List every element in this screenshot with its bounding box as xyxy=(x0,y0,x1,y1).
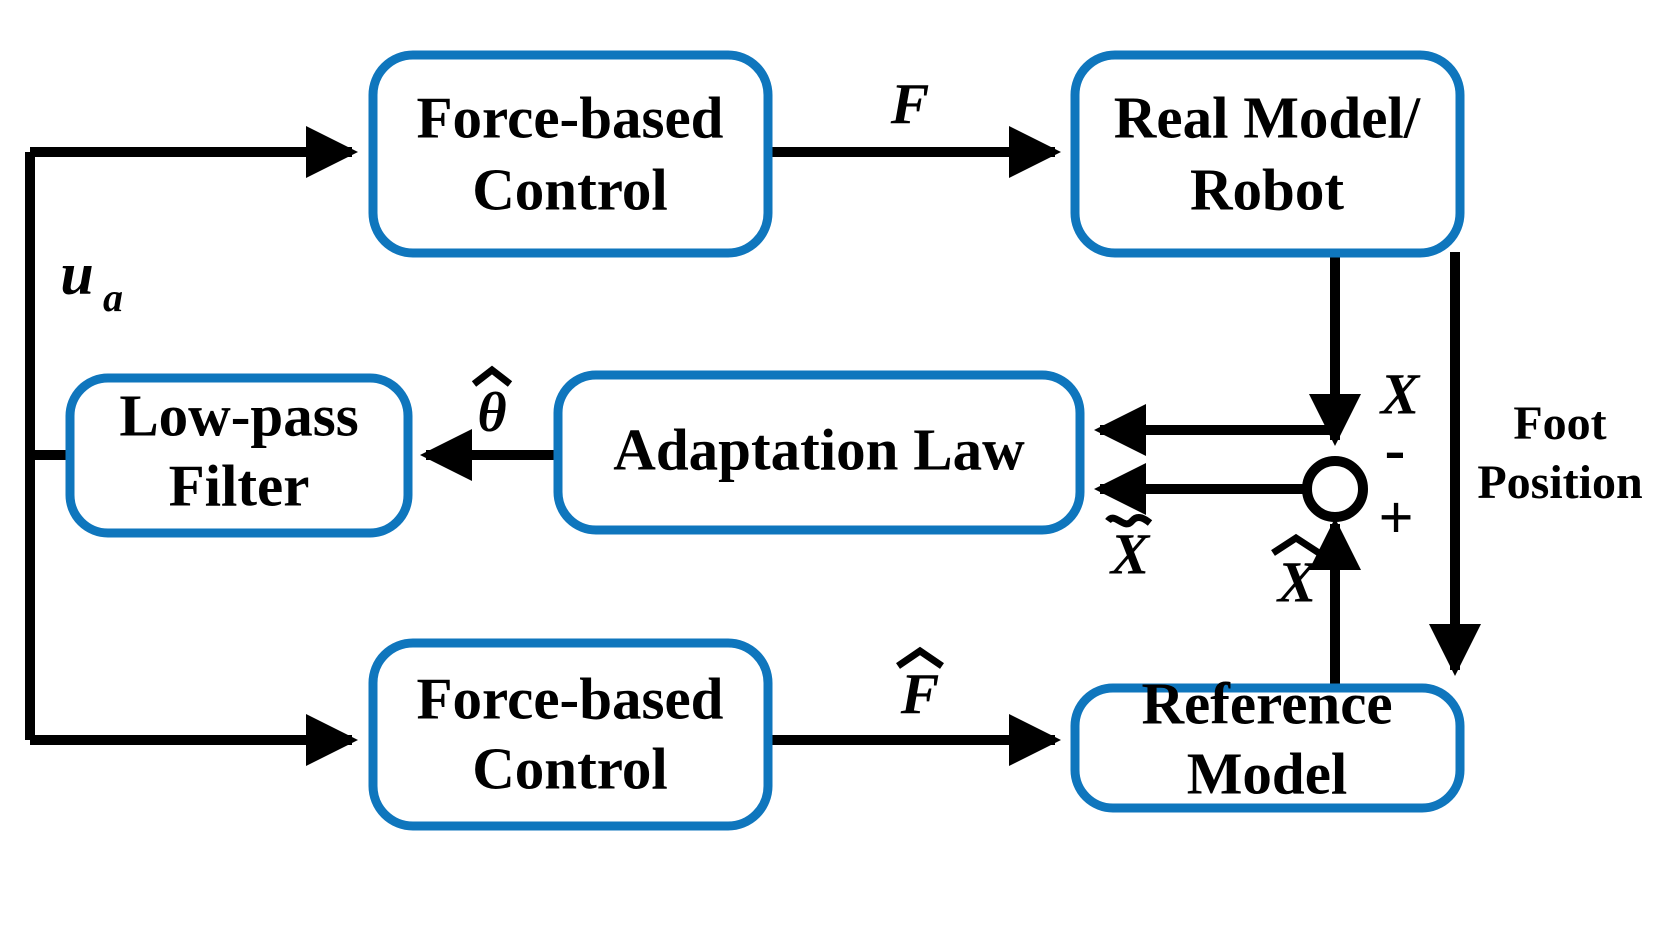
F-hat-accent xyxy=(896,646,944,669)
signal-X-tilde-glyph: X xyxy=(1109,521,1151,586)
foot-position-label-line1: Foot xyxy=(1513,397,1606,450)
signal-ua-subscript: a xyxy=(103,275,123,320)
block-force-based-control-bottom[interactable]: Force-based Control xyxy=(368,638,773,831)
summing-junction-plus-sign: + xyxy=(1378,484,1413,552)
block-reference-model[interactable]: Reference Model xyxy=(1070,671,1465,813)
foot-position-label-line2: Position xyxy=(1477,456,1642,509)
real-model-robot-label-line2: Robot xyxy=(1190,157,1344,223)
force-based-control-bottom-label-line2: Control xyxy=(472,736,668,802)
force-based-control-top-label-line1: Force-based xyxy=(417,85,724,151)
summing-junction-minus-sign: - xyxy=(1385,416,1406,484)
reference-model-label-line2: Model xyxy=(1187,741,1348,807)
force-based-control-bottom-box[interactable] xyxy=(368,638,773,831)
real-model-robot-box[interactable] xyxy=(1070,50,1465,258)
wire-X xyxy=(1093,252,1361,456)
signal-label-X: X xyxy=(1379,361,1421,426)
block-force-based-control-top[interactable]: Force-based Control xyxy=(368,50,773,258)
wire-ua-bus xyxy=(25,126,359,767)
reference-model-label-line1: Reference xyxy=(1141,671,1392,737)
summing-junction[interactable]: - + xyxy=(1302,416,1414,552)
force-based-control-bottom-label-line1: Force-based xyxy=(417,666,724,732)
signal-X-hat-glyph: X xyxy=(1276,549,1318,614)
block-low-pass-filter[interactable]: Low-pass Filter xyxy=(65,373,413,538)
theta-hat-accent xyxy=(471,365,513,387)
signal-label-F: F xyxy=(890,71,930,136)
signal-theta-glyph: θ xyxy=(477,382,506,444)
low-pass-filter-label-line2: Filter xyxy=(169,453,310,519)
block-adaptation-law[interactable]: Adaptation Law xyxy=(553,370,1085,535)
adaptation-law-box[interactable] xyxy=(553,370,1085,535)
adaptation-law-label: Adaptation Law xyxy=(613,417,1025,483)
signal-label-theta-hat: θ xyxy=(471,365,513,444)
force-based-control-top-label-line2: Control xyxy=(472,157,668,223)
signal-label-F-hat: F xyxy=(896,646,944,726)
signal-ua-base: u xyxy=(60,241,93,307)
X-hat-accent xyxy=(1271,533,1321,556)
X-tilde-accent xyxy=(1105,514,1153,528)
signal-F-hat-glyph: F xyxy=(900,661,940,726)
reference-model-box[interactable] xyxy=(1070,683,1465,813)
summing-junction-circle[interactable] xyxy=(1302,456,1368,522)
signal-label-X-hat: X xyxy=(1271,533,1321,614)
annotation-foot-position: Foot Position xyxy=(1477,397,1642,509)
force-based-control-top-box[interactable] xyxy=(368,50,773,258)
low-pass-filter-label-line1: Low-pass xyxy=(119,383,358,449)
real-model-robot-label-line1: Real Model/ xyxy=(1114,85,1421,151)
signal-label-ua: u a xyxy=(60,241,123,320)
low-pass-filter-box[interactable] xyxy=(65,373,413,538)
signal-label-X-tilde: X xyxy=(1105,514,1153,586)
block-real-model-robot[interactable]: Real Model/ Robot xyxy=(1070,50,1465,258)
